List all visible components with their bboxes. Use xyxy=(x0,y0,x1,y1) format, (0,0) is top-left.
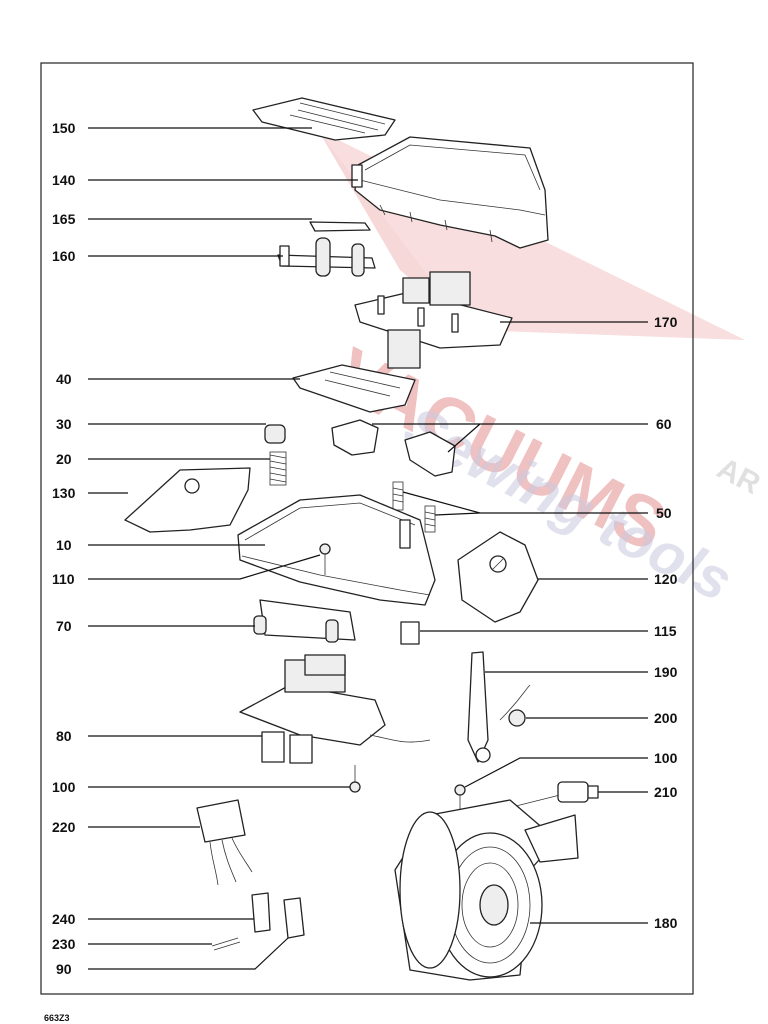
part-170-pcb xyxy=(354,271,513,369)
callout-200: 200 xyxy=(654,710,678,726)
part-100-screw-right xyxy=(454,784,466,812)
part-140-upper-housing xyxy=(351,136,549,249)
callout-230: 230 xyxy=(52,936,76,952)
part-150-label-plate xyxy=(252,97,396,141)
part-190-lever xyxy=(467,651,531,763)
callout-140: 140 xyxy=(52,172,76,188)
part-40-panel xyxy=(292,364,416,413)
part-200-grommet xyxy=(508,709,526,727)
part-20-spring xyxy=(269,451,287,486)
callout-80: 80 xyxy=(56,728,72,744)
part-130-button-top xyxy=(124,467,251,533)
callout-20: 20 xyxy=(56,451,72,467)
callout-90: 90 xyxy=(56,961,72,977)
callout-100-left: 100 xyxy=(52,779,76,795)
callout-30: 30 xyxy=(56,416,72,432)
part-70-bracket xyxy=(253,599,356,643)
callout-170: 170 xyxy=(654,314,678,330)
callout-240: 240 xyxy=(52,911,76,927)
callout-50: 50 xyxy=(656,505,672,521)
part-90-switch xyxy=(283,897,305,939)
diagram-frame xyxy=(40,62,694,995)
document-number: 663Z3 xyxy=(44,1013,70,1023)
callout-110: 110 xyxy=(52,571,75,587)
part-30-cap xyxy=(264,424,286,444)
part-180-cord-reel xyxy=(394,799,579,981)
callout-150: 150 xyxy=(52,120,76,136)
callout-220: 220 xyxy=(52,819,76,835)
part-220-connector xyxy=(196,799,253,886)
part-240-clip xyxy=(251,892,271,933)
watermark-line3: AR xyxy=(712,452,766,501)
callout-70: 70 xyxy=(56,618,72,634)
part-110-screw xyxy=(319,543,331,575)
callout-130: 130 xyxy=(52,485,76,501)
part-160-bracket xyxy=(277,237,376,277)
callout-165: 165 xyxy=(52,211,76,227)
callout-210: 210 xyxy=(654,784,678,800)
callout-labels: 150 140 165 160 170 40 30 60 20 130 50 1… xyxy=(52,120,678,977)
callout-115: 115 xyxy=(654,623,677,639)
callout-160: 160 xyxy=(52,248,76,264)
part-120-switch-cover xyxy=(457,531,539,623)
callout-60: 60 xyxy=(656,416,672,432)
part-60-covers xyxy=(331,419,456,477)
part-100-screw-left xyxy=(349,765,361,793)
part-165-bar xyxy=(309,221,371,232)
callout-190: 190 xyxy=(654,664,678,680)
callout-10: 10 xyxy=(56,537,72,553)
callout-180: 180 xyxy=(654,915,678,931)
callout-120: 120 xyxy=(654,571,678,587)
part-230-spring xyxy=(211,937,241,951)
part-10-main-housing xyxy=(237,494,436,606)
part-50-springs xyxy=(392,481,436,533)
callout-100-right: 100 xyxy=(654,750,678,766)
callout-40: 40 xyxy=(56,371,72,387)
part-115-switch xyxy=(400,621,420,645)
leader-lines xyxy=(88,127,648,970)
part-80-power-pcb xyxy=(239,654,431,764)
